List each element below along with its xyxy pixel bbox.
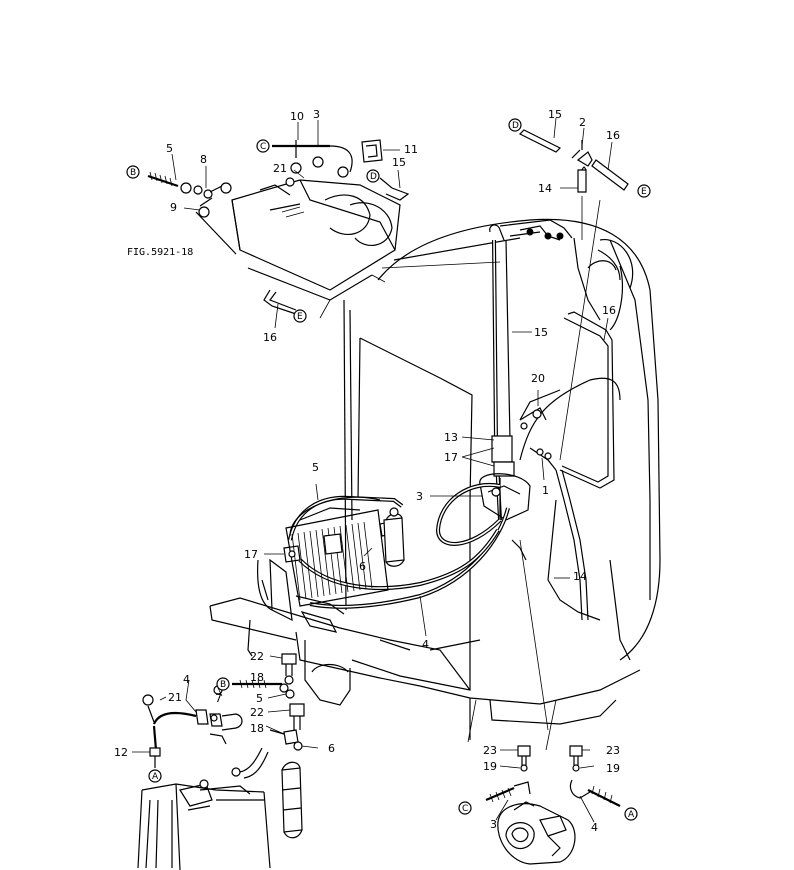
callout-6: 6 [328, 742, 335, 755]
callout-14: 14 [573, 570, 587, 583]
svg-text:A: A [152, 772, 159, 782]
connector-a-right: A [624, 807, 638, 821]
callout-17: 17 [244, 548, 258, 561]
callout-16: 16 [602, 304, 616, 317]
callout-16: 16 [606, 129, 620, 142]
callout-19: 19 [483, 760, 497, 773]
connector-e-right: E [637, 184, 651, 198]
svg-text:E: E [297, 312, 303, 322]
callout-4: 4 [591, 821, 598, 834]
callout-3: 3 [313, 108, 320, 121]
svg-text:C: C [260, 142, 266, 152]
connector-d-right: D [508, 118, 522, 132]
callout-15: 15 [392, 156, 406, 169]
callout-7: 7 [215, 692, 222, 705]
callout-10: 10 [290, 110, 304, 123]
callout-5: 5 [312, 461, 319, 474]
callout-17: 17 [444, 451, 458, 464]
callout-20: 20 [531, 372, 545, 385]
compressor-detail [485, 745, 621, 865]
callout-23: 23 [606, 744, 620, 757]
connector-b-top: B [126, 165, 140, 179]
receiver-drier-detail [137, 653, 305, 870]
connector-d-mid: D [366, 169, 380, 183]
callout-5: 5 [166, 142, 173, 155]
evaporator-unit-detail [147, 139, 410, 319]
callout-23: 23 [483, 744, 497, 757]
connector-c-top: C [256, 139, 270, 153]
callout-3: 3 [416, 490, 423, 503]
callout-2: 2 [579, 116, 586, 129]
svg-text:D: D [370, 172, 377, 182]
callout-12: 12 [114, 746, 128, 759]
callout-16: 16 [263, 331, 277, 344]
callout-22: 22 [250, 706, 264, 719]
callout-15: 15 [534, 326, 548, 339]
callout-4: 4 [422, 638, 429, 651]
callout-6: 6 [359, 560, 366, 573]
callout-19: 19 [606, 762, 620, 775]
callout-4: 4 [183, 673, 190, 686]
svg-text:B: B [220, 680, 226, 690]
svg-text:C: C [462, 804, 468, 814]
svg-text:D: D [512, 121, 519, 131]
callout-3: 3 [490, 818, 497, 831]
connector-b-bottom: B [216, 677, 230, 691]
svg-text:E: E [641, 187, 647, 197]
callout-22: 22 [250, 650, 264, 663]
connector-markers: C B D E D E B A [126, 118, 651, 821]
figure-id: FIG.5921-18 [127, 247, 193, 258]
callout-13: 13 [444, 431, 458, 444]
connector-c-bottom: C [458, 801, 472, 815]
callout-labels: 10 3 11 5 8 21 15 9 16 15 2 16 14 16 15 … [114, 108, 620, 834]
callout-9: 9 [170, 201, 177, 214]
connector-a-left: A [148, 769, 162, 783]
callout-18: 18 [250, 722, 264, 735]
main-hose-routing [269, 219, 615, 633]
callout-11: 11 [404, 143, 418, 156]
callout-14: 14 [538, 182, 552, 195]
svg-text:B: B [130, 168, 136, 178]
callout-5: 5 [256, 692, 263, 705]
callout-8: 8 [200, 153, 207, 166]
cab-outline [209, 218, 661, 740]
leader-lines [132, 117, 613, 823]
callout-21: 21 [273, 162, 287, 175]
callout-15: 15 [548, 108, 562, 121]
callout-21: 21 [168, 691, 182, 704]
connector-e-left: E [293, 309, 307, 323]
callout-1: 1 [542, 484, 549, 497]
callout-18: 18 [250, 671, 264, 684]
svg-text:A: A [628, 810, 635, 820]
